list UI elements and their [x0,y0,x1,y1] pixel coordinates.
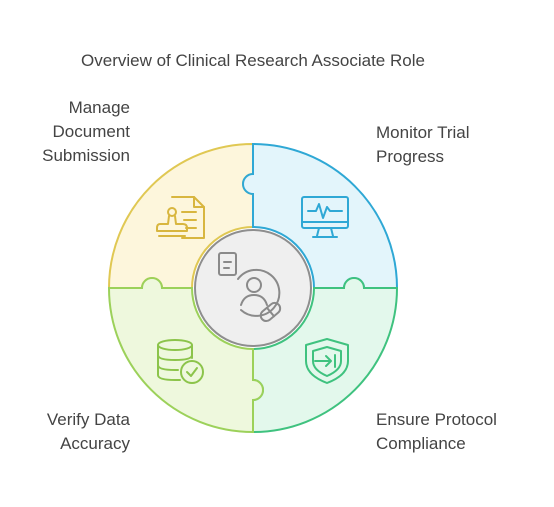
database-check-icon [157,339,204,384]
label-line: Document [52,122,130,141]
label-line: Monitor Trial [376,123,470,142]
label-line: Verify Data [46,410,130,429]
label-line: Compliance [376,434,466,453]
clinical-researcher-icon [218,252,282,323]
diagram-title: Overview of Clinical Research Associate … [81,51,425,70]
document-stamp-icon [156,196,205,239]
label-manage-document-submission: Manage Document Submission [42,96,130,168]
segment-bottom-left [107,277,264,434]
label-ensure-protocol-compliance: Ensure Protocol Compliance [376,408,497,456]
label-line: Submission [42,146,130,165]
label-line: Ensure Protocol [376,410,497,429]
label-line: Progress [376,147,445,166]
shield-enter-icon [305,338,349,384]
label-line: Accuracy [60,434,130,453]
label-monitor-trial-progress: Monitor Trial Progress [376,121,470,169]
monitor-heartbeat-icon [301,196,349,238]
label-verify-data-accuracy: Verify Data Accuracy [47,408,130,456]
center-circle [194,229,312,347]
label-line: Manage [68,98,130,117]
